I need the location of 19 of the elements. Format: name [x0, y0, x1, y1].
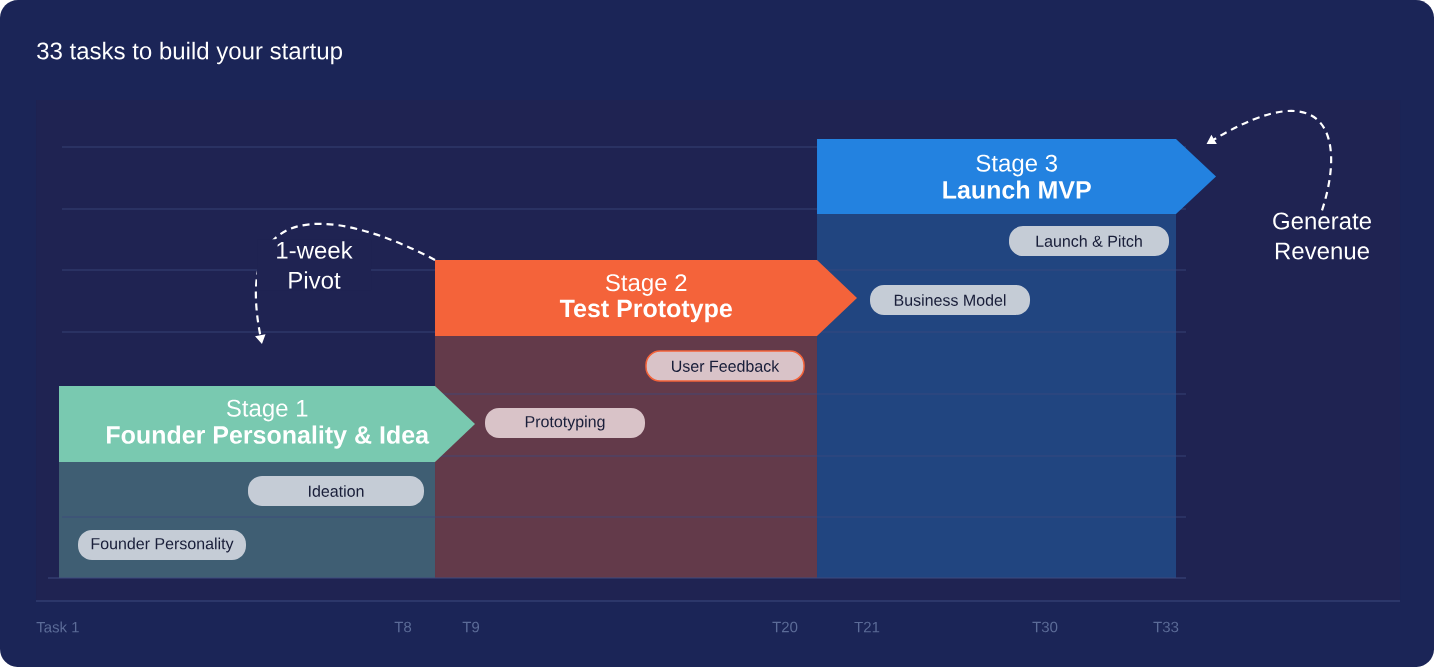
stage-banner: Stage 3 Launch MVP — [817, 139, 1216, 214]
stage-banner: Stage 2 Test Prototype — [435, 260, 857, 336]
axis-label: T30 — [1032, 621, 1058, 633]
edge-label: 1-week Pivot — [277, 241, 353, 289]
task-pill: Launch & Pitch — [1009, 226, 1169, 256]
axis-label: T9 — [462, 621, 480, 633]
axis-label: T21 — [854, 621, 880, 633]
stage-banner: Stage 1 Founder Personality & Idea — [59, 386, 475, 462]
axis-label: T20 — [772, 621, 798, 633]
axis-label: T33 — [1153, 621, 1179, 633]
task-pill: Ideation — [248, 476, 424, 506]
task-pill: User Feedback — [645, 350, 805, 382]
annotation-text: Generate Revenue — [1273, 212, 1371, 260]
task-pill: Business Model — [870, 285, 1030, 315]
chart-title: 33 tasks to build your startup — [37, 41, 342, 65]
axis-label: Task 1 — [36, 621, 79, 633]
axis-label: T8 — [394, 621, 412, 633]
task-pill: Founder Personality — [78, 530, 246, 560]
task-pill: Prototyping — [485, 408, 645, 438]
